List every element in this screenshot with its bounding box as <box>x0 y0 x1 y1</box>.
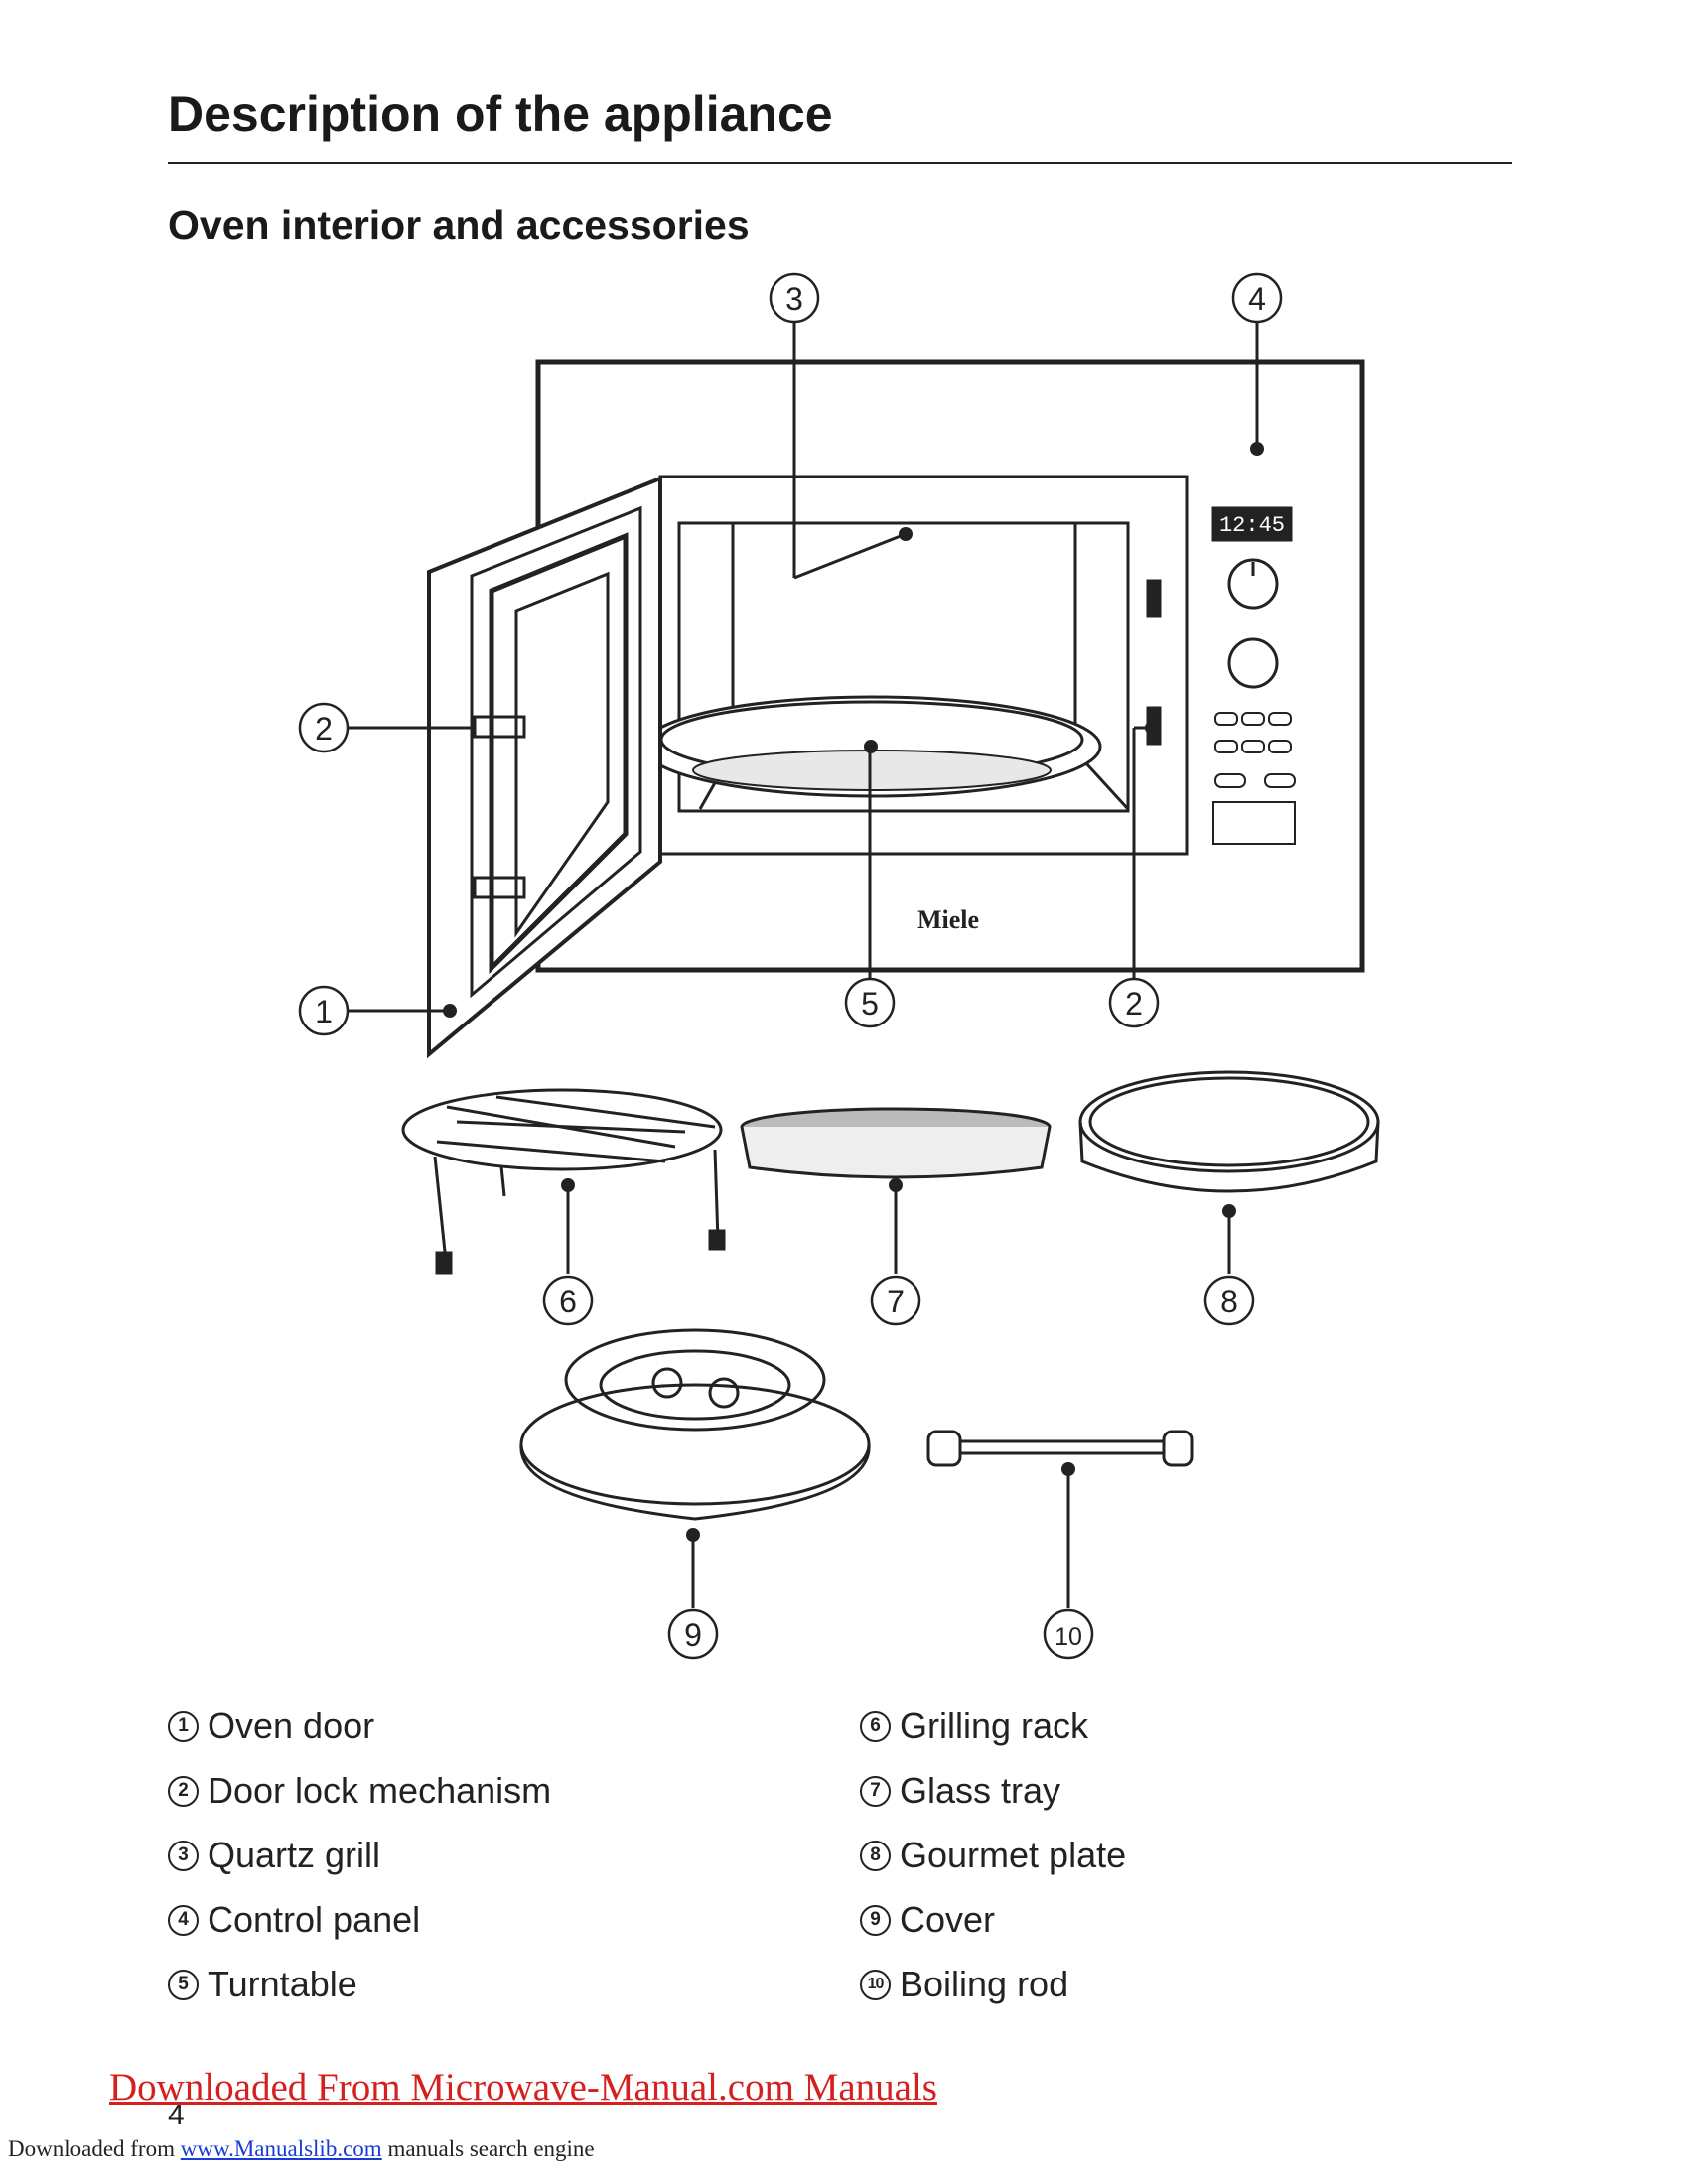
legend-num: 4 <box>168 1904 199 1936</box>
door-release-button <box>1212 801 1296 845</box>
callout-7: 7 <box>870 1275 921 1326</box>
legend-num: 8 <box>860 1840 891 1871</box>
page-number: 4 <box>168 2099 185 2131</box>
door-hook-lower <box>473 876 526 899</box>
legend-item-8: 8 Gourmet plate <box>860 1835 1126 1876</box>
control-display <box>1211 506 1293 542</box>
legend-label: Cover <box>900 1899 996 1940</box>
legend-item-9: 9 Cover <box>860 1899 995 1941</box>
svg-text:4: 4 <box>1248 281 1266 317</box>
footer-suffix: manuals search engine <box>381 2136 595 2161</box>
display-time: 12:45 <box>1219 513 1285 538</box>
callout-10: 10 <box>1043 1608 1094 1660</box>
legend-num: 3 <box>168 1840 199 1871</box>
callout-5: 5 <box>844 977 896 1028</box>
power-dial <box>1227 558 1279 610</box>
legend-num: 6 <box>860 1710 891 1742</box>
gourmet-plate <box>1078 1070 1380 1173</box>
legend-label: Door lock mechanism <box>208 1770 552 1811</box>
legend-item-2: 2 Door lock mechanism <box>168 1770 551 1812</box>
svg-text:6: 6 <box>559 1284 577 1319</box>
callout-2-right: 2 <box>1108 977 1160 1028</box>
callout-1: 1 <box>298 985 350 1036</box>
callout-4: 4 <box>1231 272 1283 324</box>
legend-item-7: 7 Glass tray <box>860 1770 1060 1812</box>
svg-text:1: 1 <box>315 994 333 1029</box>
legend-item-1: 1 Oven door <box>168 1706 374 1747</box>
boiling-rod <box>949 1439 1182 1455</box>
page-title: Description of the appliance <box>168 86 833 142</box>
legend-label: Glass tray <box>900 1770 1061 1811</box>
svg-text:2: 2 <box>1125 986 1143 1022</box>
legend-item-6: 6 Grilling rack <box>860 1706 1088 1747</box>
oven-door <box>427 476 662 1059</box>
oven-cavity <box>677 521 1130 813</box>
callout-8: 8 <box>1203 1275 1255 1326</box>
legend-num: 9 <box>860 1904 891 1936</box>
section-title: Oven interior and accessories <box>168 203 750 248</box>
footer: Downloaded from www.Manualslib.com manua… <box>8 2136 595 2162</box>
legend-label: Control panel <box>208 1899 421 1940</box>
grilling-rack <box>401 1088 723 1171</box>
callout-9: 9 <box>667 1608 719 1660</box>
legend-item-4: 4 Control panel <box>168 1899 420 1941</box>
legend-label: Turntable <box>208 1964 357 2004</box>
legend-item-5: 5 Turntable <box>168 1964 357 2005</box>
svg-text:7: 7 <box>887 1284 905 1319</box>
svg-text:9: 9 <box>684 1617 702 1653</box>
legend-label: Boiling rod <box>900 1964 1069 2004</box>
brand-logo: Miele <box>917 905 979 934</box>
svg-text:5: 5 <box>861 986 879 1022</box>
legend-label: Gourmet plate <box>900 1835 1127 1875</box>
appliance-illustration: 12:45 Miele <box>298 272 1380 1660</box>
legend-num: 1 <box>168 1710 199 1742</box>
callout-6: 6 <box>542 1275 594 1326</box>
footer-prefix: Downloaded from <box>8 2136 181 2161</box>
legend-item-3: 3 Quartz grill <box>168 1835 380 1876</box>
cover <box>519 1383 871 1506</box>
svg-text:2: 2 <box>315 711 333 747</box>
legend-num: 5 <box>168 1969 199 2000</box>
watermark-link[interactable]: Downloaded From Microwave-Manual.com Man… <box>109 2066 937 2109</box>
svg-text:3: 3 <box>785 281 803 317</box>
callout-3: 3 <box>769 272 820 324</box>
svg-text:10: 10 <box>1055 1623 1082 1651</box>
legend-num: 7 <box>860 1775 891 1807</box>
oven-cavity-frame <box>658 475 1189 856</box>
legend-label: Grilling rack <box>900 1706 1089 1746</box>
svg-text:8: 8 <box>1220 1284 1238 1319</box>
timer-dial <box>1227 637 1279 689</box>
door-hook-upper <box>473 715 526 739</box>
legend-item-10: 10 Boiling rod <box>860 1964 1068 2005</box>
title-divider <box>168 162 1512 164</box>
manualslib-link[interactable]: www.Manualslib.com <box>180 2136 382 2161</box>
legend-num: 2 <box>168 1775 199 1807</box>
legend-label: Oven door <box>208 1706 375 1746</box>
latch-upper <box>1146 579 1162 618</box>
callout-2-left: 2 <box>298 702 350 753</box>
legend-num: 10 <box>860 1969 891 2000</box>
legend-label: Quartz grill <box>208 1835 381 1875</box>
